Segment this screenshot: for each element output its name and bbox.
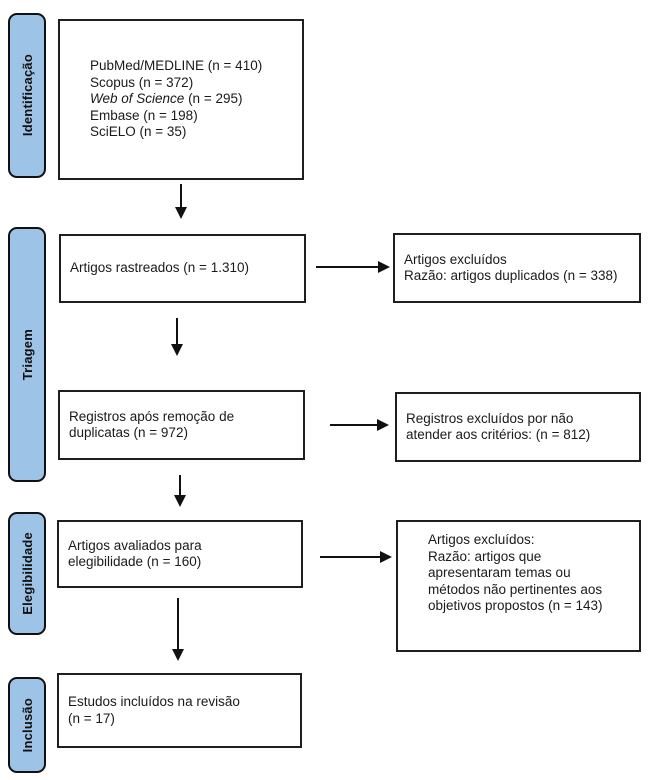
box-studies-included-text: Estudos incluídos na revisão (n = 17) (68, 694, 240, 726)
source-embase: Embase (n = 198) (90, 107, 198, 123)
stage-eligibility: Elegibilidade (8, 512, 46, 635)
box-excluded-criteria-text: Registros excluídos por não atender aos … (406, 410, 591, 443)
box-database-sources: PubMed/MEDLINE (n = 410) Scopus (n = 372… (58, 19, 304, 180)
box-records-screened: Artigos rastreados (n = 1.310) (59, 234, 306, 303)
box-excluded-duplicates: Artigos excluídos Razão: artigos duplica… (393, 233, 641, 303)
box-articles-assessed-eligibility: Artigos avaliados para elegibilidade (n … (57, 520, 303, 588)
box-excluded-reasons-text: Artigos excluídos: Razão: artigos que ap… (428, 532, 603, 613)
source-scielo: SciELO (n = 35) (90, 124, 187, 140)
stage-inclusion-label: Inclusão (19, 697, 35, 753)
box-excluded-duplicates-text: Artigos excluídos Razão: artigos duplica… (404, 251, 618, 284)
stage-identification: Identificação (8, 13, 46, 178)
box-records-after-duplicates-text: Registros após remoção de duplicatas (n … (69, 408, 235, 441)
stage-screening-label: Triagem (19, 328, 35, 381)
box-records-after-duplicates: Registros após remoção de duplicatas (n … (58, 390, 305, 460)
stage-screening: Triagem (8, 227, 46, 482)
box-excluded-reasons: Artigos excluídos: Razão: artigos que ap… (396, 520, 641, 652)
stage-identification-label: Identificação (19, 54, 35, 137)
source-pubmed: PubMed/MEDLINE (n = 410) (90, 58, 263, 74)
box-excluded-criteria: Registros excluídos por não atender aos … (395, 392, 641, 462)
source-web-of-science: Web of Science (n = 295) (90, 91, 243, 107)
box-records-screened-text: Artigos rastreados (n = 1.310) (70, 260, 249, 276)
box-articles-assessed-eligibility-text: Artigos avaliados para elegibilidade (n … (68, 537, 202, 570)
stage-inclusion: Inclusão (8, 677, 46, 773)
box-studies-included: Estudos incluídos na revisão (n = 17) (57, 673, 302, 748)
stage-eligibility-label: Elegibilidade (19, 532, 35, 615)
source-scopus: Scopus (n = 372) (90, 74, 194, 90)
